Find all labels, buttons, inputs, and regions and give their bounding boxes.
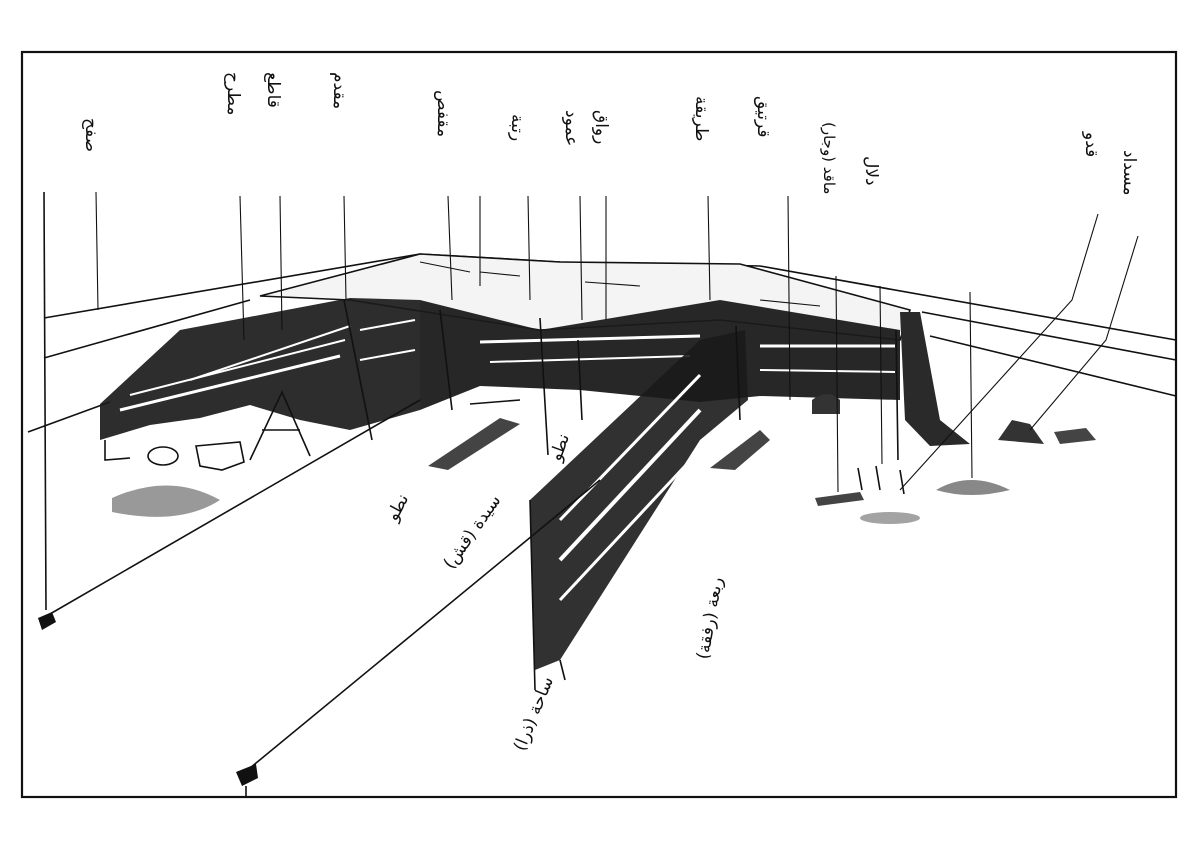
label-amud: عمود bbox=[561, 110, 581, 146]
label-rawaq: رواق bbox=[591, 110, 611, 144]
leader-lines bbox=[43, 191, 1139, 769]
label-qati: قاطع bbox=[263, 72, 283, 108]
label-dilal: دلال bbox=[861, 156, 881, 186]
label-natu-pole: نطو bbox=[546, 431, 575, 465]
label-safh: صفح bbox=[81, 118, 101, 152]
tent-left-wall bbox=[100, 298, 420, 461]
label-saha: ساحة (ذرا) bbox=[510, 674, 558, 754]
label-sida: سيدة (قش) bbox=[440, 491, 506, 573]
label-muqaffas: مقفص bbox=[433, 90, 453, 137]
tent-stakes bbox=[38, 612, 258, 796]
label-rutba: رتبة bbox=[507, 114, 527, 141]
tent-poles bbox=[343, 299, 899, 461]
label-qartiq: قرتيق bbox=[753, 96, 773, 138]
diagram-frame bbox=[20, 50, 1178, 799]
label-matrah: مطرح bbox=[223, 72, 243, 115]
label-natu: نطو bbox=[382, 491, 413, 526]
label-misdad: مسداد bbox=[1119, 150, 1139, 196]
partition-wall bbox=[529, 330, 748, 691]
ground-objects bbox=[112, 390, 1096, 524]
label-muqaddam: مقدم bbox=[329, 72, 349, 109]
tent-center bbox=[420, 300, 970, 446]
label-qadw: قدو bbox=[1081, 131, 1101, 157]
label-rab-a: ربعة (رفقة) bbox=[693, 576, 727, 661]
label-maqad: ماقد (وجار) bbox=[820, 122, 838, 194]
label-tariqa: طريقة bbox=[691, 96, 711, 141]
